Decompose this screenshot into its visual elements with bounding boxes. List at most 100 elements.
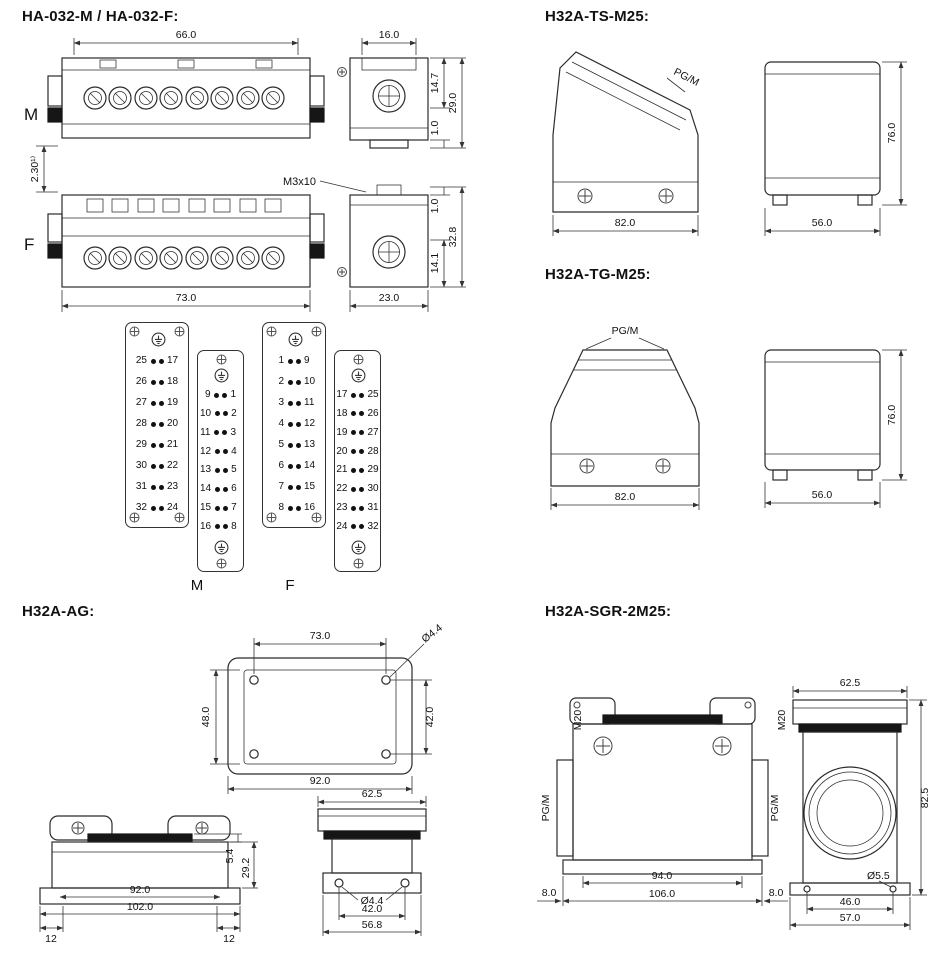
dim-14-7: 14.7 [429,73,441,94]
dim-14-1: 14.1 [429,253,441,274]
pin-row: 22 30 [336,483,379,495]
dim-1-m: 1.0 [429,121,441,136]
tg-dim-56: 56.0 [812,489,833,501]
pin-number-right: 22 [167,460,179,471]
pin-number-left: 22 [336,483,348,495]
pin-number-left: 16 [200,520,212,532]
ag-dim-12l: 12 [45,933,57,945]
contact-dot [150,421,156,427]
pin-number-left: 9 [204,389,211,400]
sgr-dim-106: 106.0 [649,888,675,900]
contact-dot [295,379,301,385]
ha032-drawing: 66.0 16.0 14.7 29.0 1.0 M F 2.30¹⁾ M3x10… [24,29,466,312]
ag-dim-5-4: 5.4 [224,849,236,864]
contact-dot [287,442,293,448]
m-insert-front-view [47,57,325,139]
contact-dot [222,524,228,530]
pin-number-right: 16 [304,502,316,513]
pin-number-right: 4 [231,445,237,457]
ha032-dimensions: 66.0 16.0 14.7 29.0 1.0 M F 2.30¹⁾ M3x10… [24,29,466,312]
pin-number-right: 10 [304,376,316,387]
ts-drawing: PG/M 82.0 56.0 76.0 [552,51,907,236]
pin-number-right: 3 [230,426,237,438]
pin-number-right: 30 [367,483,379,495]
tg-title: H32A-TG-M25: [545,266,651,283]
ts-dim-82: 82.0 [615,217,636,229]
contact-dot [150,442,156,448]
earth-ground-icon [288,332,302,347]
pin-number-right: 20 [167,418,179,429]
pin-number-right: 5 [231,464,237,476]
earth-ground-icon [351,540,366,555]
dim-29: 29.0 [447,93,459,114]
pin-number-right: 12 [304,418,316,429]
pin-number-left: 31 [135,481,147,492]
contact-dot [158,463,164,469]
ag-panel-cutout-view [227,657,413,775]
note-m3x10: M3x10 [283,176,316,188]
contact-dot [158,400,164,406]
pin-number-left: 27 [135,397,147,408]
sgr-dim-46: 46.0 [840,896,861,908]
contact-dot [150,358,156,364]
pin-number-right: 26 [367,407,379,419]
screw-icon [353,354,364,365]
ag-dim-73: 73.0 [310,630,331,642]
contact-dot [222,467,228,473]
screw-icon [216,354,227,365]
contact-dot [351,392,356,398]
f-insert-side-view [337,184,429,288]
label-f: F [24,235,34,254]
pin-number-left: 23 [336,502,348,514]
ag-dim-102: 102.0 [127,901,153,913]
ag-dim-hole: Ø4.4 [419,622,444,646]
contact-dot [150,484,156,490]
dim-66: 66.0 [176,29,197,41]
sgr-title: H32A-SGR-2M25: [545,603,672,620]
contact-dot [295,463,301,469]
pin-number-right: 7 [231,502,237,514]
contact-dot [295,421,301,427]
contact-dot [222,430,227,436]
pin-number-left: 26 [135,376,147,387]
pin-number-right: 15 [304,481,316,492]
pin-number-left: 28 [135,418,147,429]
pin-row: 11 3 [200,427,241,439]
pin-number-right: 25 [367,389,379,400]
ag-dim-62-5: 62.5 [362,788,383,800]
contact-dot [295,400,301,406]
contact-dot [150,379,156,385]
sgr-dim-94: 94.0 [652,870,673,882]
sgr-dim-57: 57.0 [840,912,861,924]
contact-dot [158,505,164,511]
pin-number-left: 17 [336,389,348,400]
tg-front-view [764,349,881,481]
contact-dot [351,467,356,473]
pin-number-left: 11 [200,426,211,438]
contact-dot [287,505,293,511]
contact-dot [222,505,228,511]
contact-dot [359,467,364,473]
earth-ground-icon [351,368,366,383]
m-insert-side-view [337,57,429,149]
contact-dot [158,379,164,385]
ts-side-entry-view [552,51,699,213]
tg-drawing: PG/M 82.0 56.0 76.0 [550,325,907,510]
contact-dot [287,379,293,385]
pin-number-right: 6 [231,483,237,495]
section-sgr: H32A-SGR-2M25: M20 PG/M PG/M 94.0 106.0 [535,598,943,960]
